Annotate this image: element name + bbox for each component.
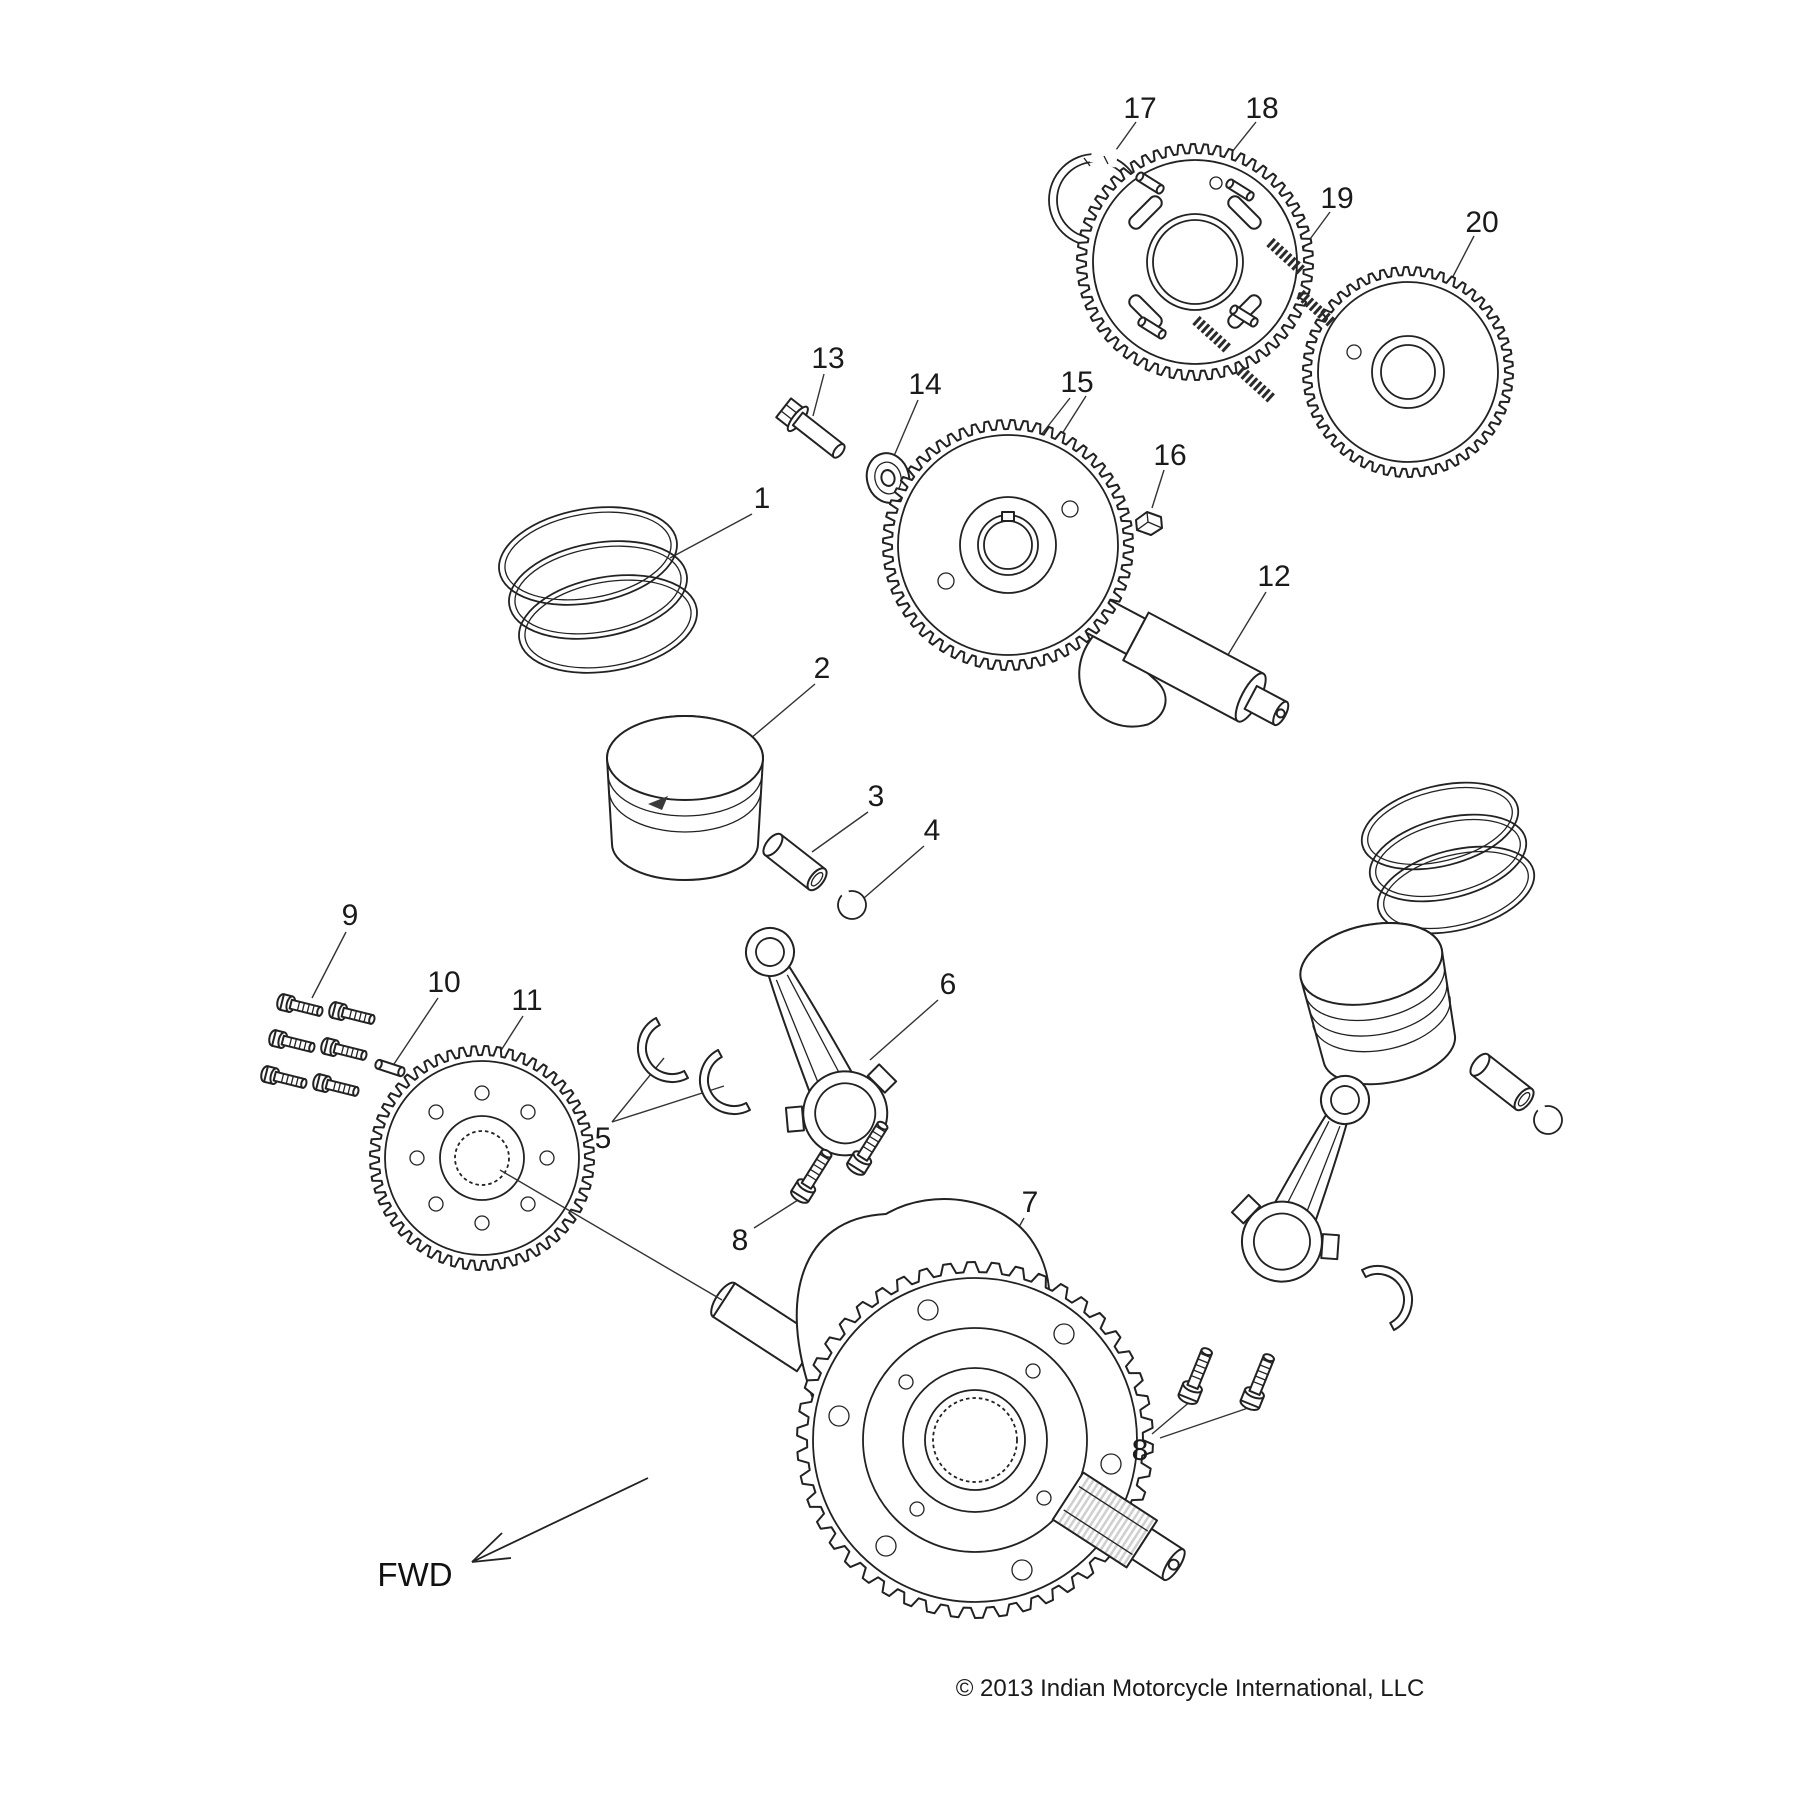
callout-18: 18 [1245, 92, 1278, 125]
callout-3: 3 [868, 780, 885, 813]
callout-1: 1 [754, 482, 771, 515]
callout-11: 11 [511, 984, 542, 1017]
callout-7: 7 [1022, 1186, 1039, 1219]
callout-4: 4 [924, 814, 941, 847]
callout-16: 16 [1153, 439, 1186, 472]
callout-8-left: 8 [732, 1224, 749, 1257]
rod-bearing-shell [625, 1016, 689, 1095]
piston-right [1299, 921, 1457, 1086]
rod-bearing-shell-right [1361, 1253, 1425, 1332]
piston-left [606, 715, 764, 881]
callout-8-right: 8 [1132, 1434, 1149, 1467]
connecting-rod-left [745, 927, 898, 1157]
crankshaft-7 [710, 1198, 1186, 1619]
gear-to-crank-line [499, 1169, 723, 1301]
callout-9: 9 [342, 899, 359, 932]
wrist-pin-left [758, 829, 832, 895]
rod-bolts-right [1175, 1344, 1281, 1414]
piston-rings-right [1360, 781, 1536, 935]
callout-19: 19 [1320, 182, 1353, 215]
flywheel-bolts-9 [258, 992, 378, 1101]
callout-14: 14 [908, 368, 941, 401]
springs-19 [1192, 237, 1337, 405]
cam-gear-20 [1302, 266, 1514, 478]
woodruff-key-16 [1135, 511, 1163, 536]
fwd-arrow [471, 1477, 649, 1563]
connecting-rod-right [1230, 1075, 1370, 1283]
circlip-right [1525, 1095, 1569, 1141]
piston-rings-left [498, 506, 698, 674]
wrist-pin-right [1465, 1049, 1539, 1115]
crank-gear-11 [369, 1045, 595, 1271]
callout-12: 12 [1257, 560, 1290, 593]
circlip-left [829, 880, 873, 926]
fwd-label: FWD [377, 1556, 452, 1593]
callout-20: 20 [1465, 206, 1498, 239]
callouts: 1 2 3 4 5 6 7 8 8 9 10 11 12 13 14 15 16… [342, 92, 1499, 1467]
copyright-text: © 2013 Indian Motorcycle International, … [956, 1675, 1425, 1702]
callout-13: 13 [811, 342, 844, 375]
callout-6: 6 [940, 968, 957, 1001]
callout-10: 10 [427, 966, 460, 999]
callout-17: 17 [1123, 92, 1156, 125]
callout-2: 2 [814, 652, 831, 685]
dowel-pin-10 [373, 1058, 407, 1078]
balancer-gear-15 [882, 419, 1134, 671]
flange-bolt-13 [775, 397, 846, 459]
callout-15: 15 [1060, 366, 1093, 399]
callout-5: 5 [595, 1122, 612, 1155]
cam-drive-gear-18 [1076, 143, 1314, 381]
